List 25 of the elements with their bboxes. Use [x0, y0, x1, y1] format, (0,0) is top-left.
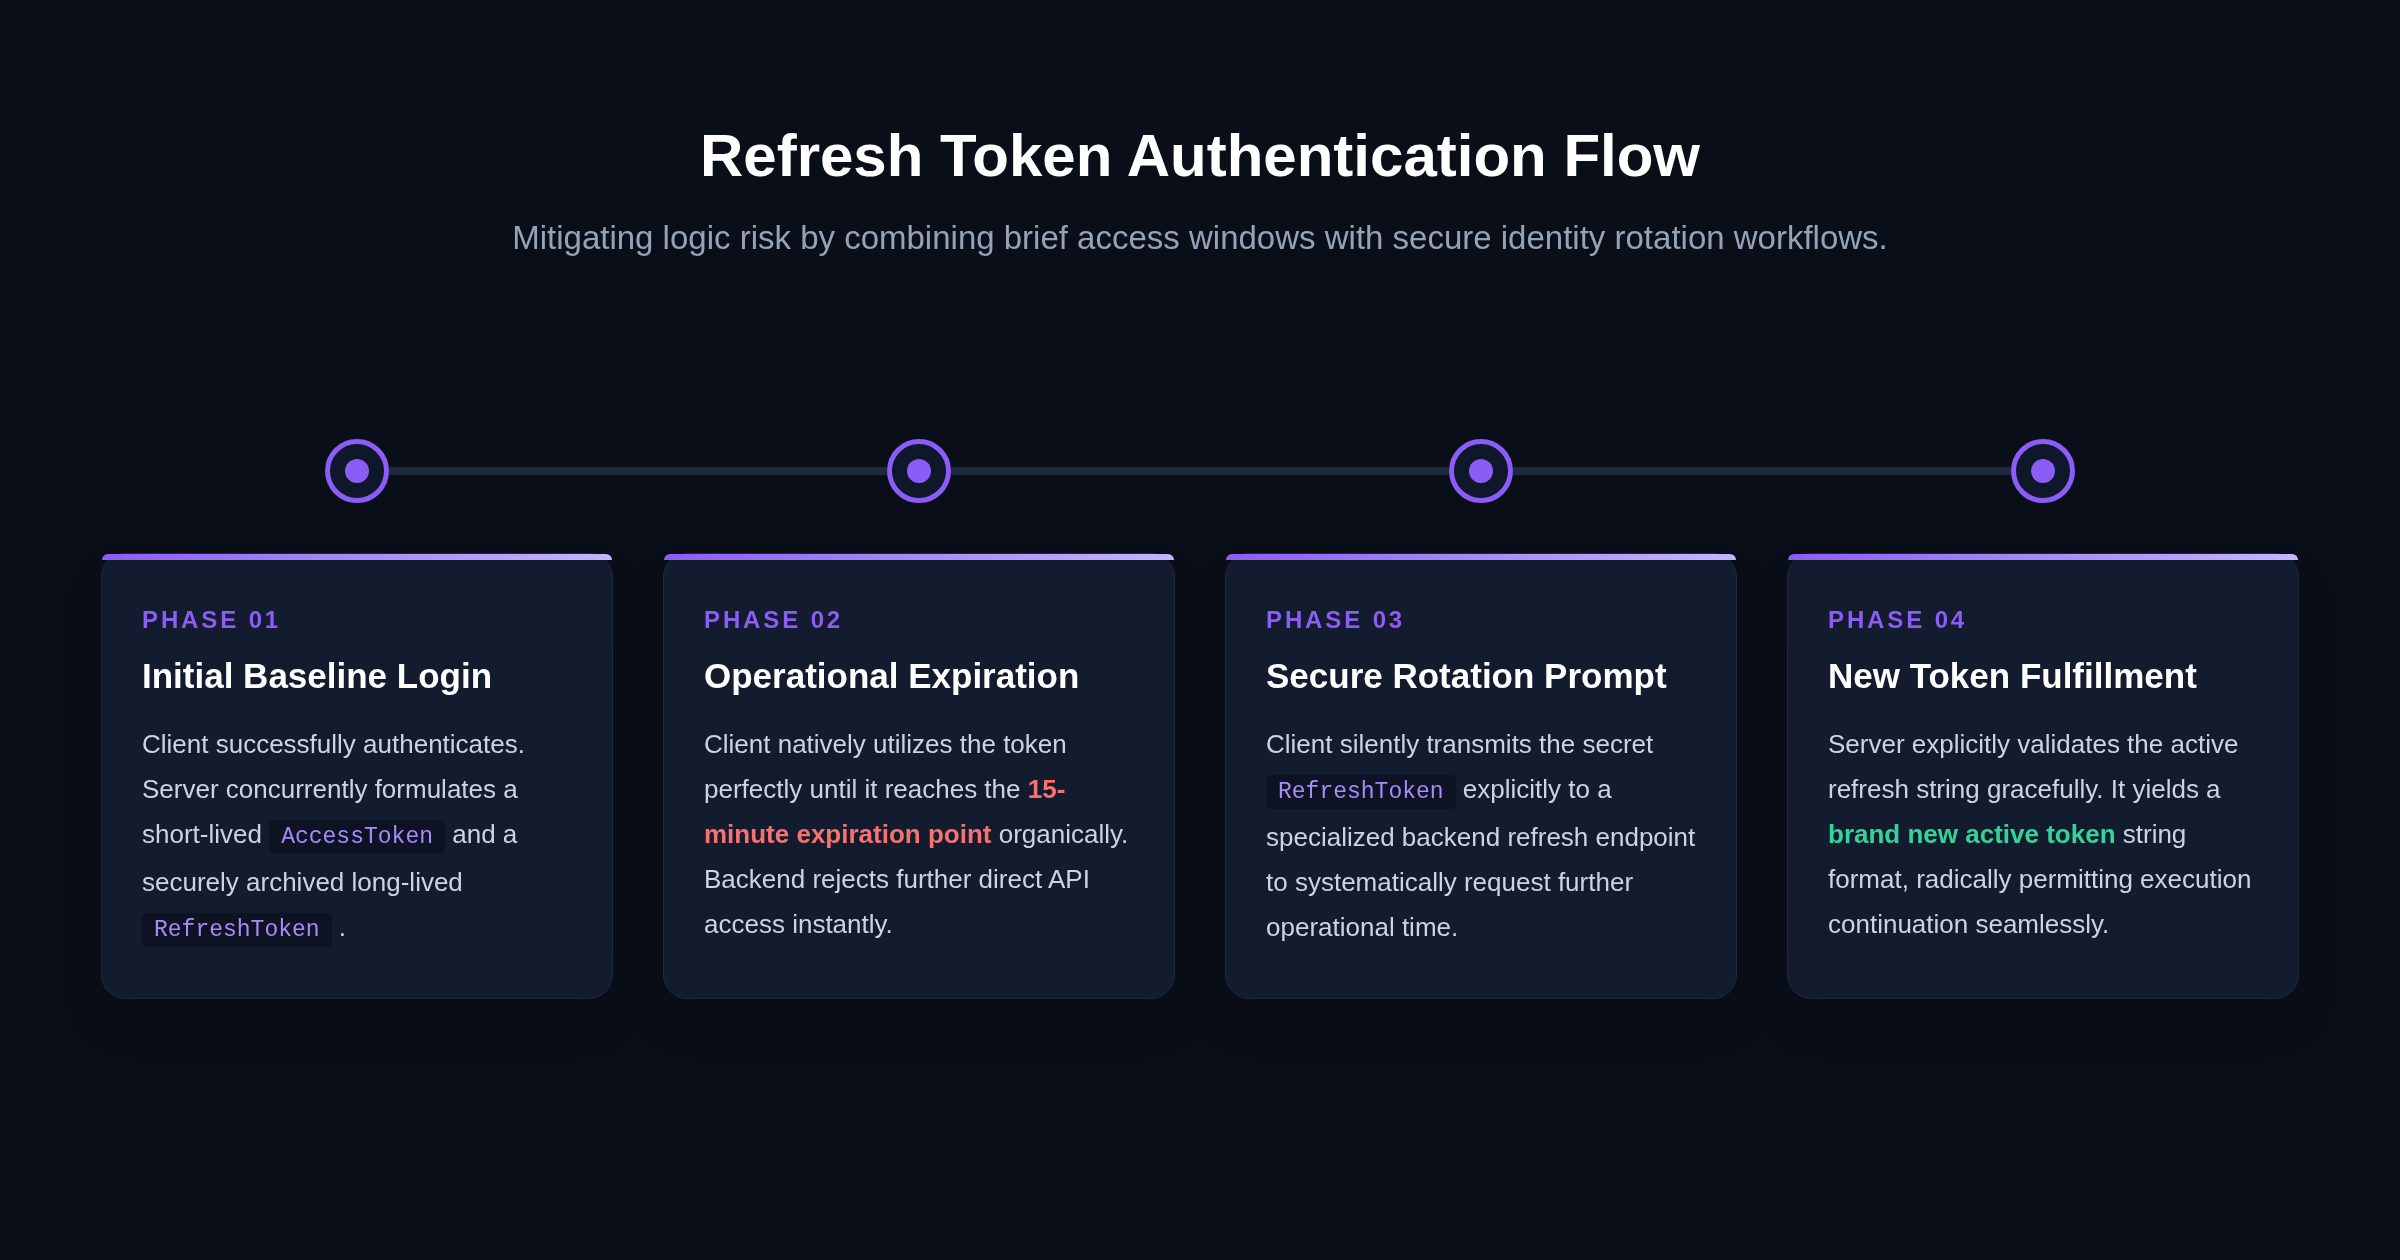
- card-title: Operational Expiration: [704, 655, 1081, 697]
- card-description: Client natively utilizes the token perfectly until it reaches the 15-minute expiration point organically. Backend rejects further direct API access instantly.: [704, 727, 1130, 941]
- card-description: Client successfully authenticates. Server concurrently formulates a short-lived AccessToken and a securely archived long-lived RefreshToken .: [142, 721, 572, 953]
- phase-card: [1787, 553, 2299, 999]
- page-title: Refresh Token Authentication Flow: [699, 121, 1701, 191]
- timeline-node: [887, 439, 951, 503]
- timeline-connector: [951, 467, 1449, 475]
- card-title: New Token Fulfillment: [1828, 655, 2198, 697]
- timeline-node: [2011, 439, 2075, 503]
- card-title: Secure Rotation Prompt: [1266, 655, 1668, 697]
- card-description: Server explicitly validates the active refresh string gracefully. It yields a brand new active token string format, radically permitting execution continuation seamlessly.: [1828, 727, 2253, 941]
- timeline-connector: [1513, 467, 2011, 475]
- phase-label: PHASE 02: [704, 605, 845, 635]
- phase-card: [663, 553, 1175, 999]
- phase-label: PHASE 01: [142, 605, 283, 635]
- phase-label: PHASE 04: [1828, 605, 1969, 635]
- page-subtitle: Mitigating logic risk by combining brief access windows with secure identity rotation workflows.: [512, 218, 1888, 258]
- timeline-node: [325, 439, 389, 503]
- phase-card: [101, 553, 613, 999]
- card-title: Initial Baseline Login: [142, 655, 494, 697]
- card-description: Client silently transmits the secret RefreshToken explicitly to a specialized backend refresh endpoint to systematically request further operational time.: [1266, 727, 1696, 944]
- phase-label: PHASE 03: [1266, 605, 1407, 635]
- timeline-node: [1449, 439, 1513, 503]
- phase-card: [1225, 553, 1737, 999]
- timeline-connector: [389, 467, 887, 475]
